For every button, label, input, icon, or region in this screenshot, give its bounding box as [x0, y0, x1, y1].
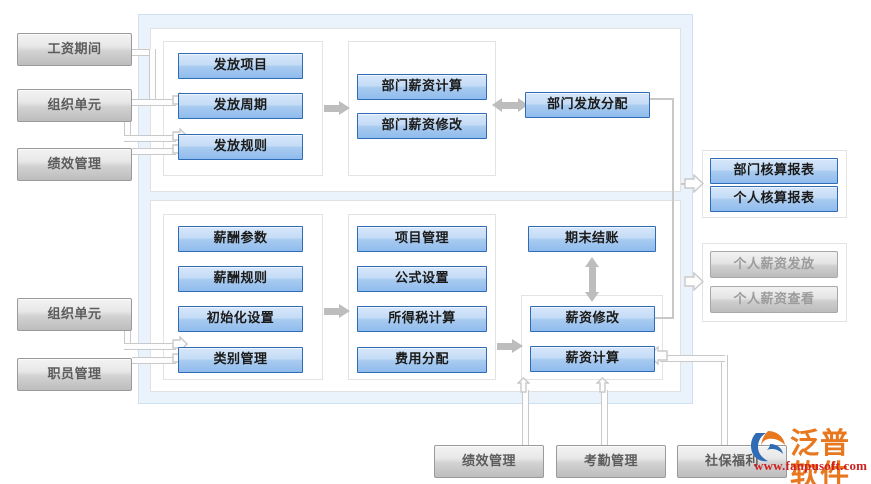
node-xiangmu-guanli[interactable]: 项目管理 [357, 226, 487, 252]
connector-gongzi-to-fafangzhouqi-v [149, 49, 156, 102]
connector-zuzhi2-to-leibie-h [124, 343, 176, 350]
arrow-bottom-col2-to-col3 [497, 339, 524, 354]
external-box-zuzhi-danyuan-bottom[interactable]: 组织单元 [17, 298, 132, 331]
top-col2-group [348, 41, 496, 176]
node-bumen-fafang-fenpei[interactable]: 部门发放分配 [525, 92, 650, 118]
connector-bmffpf-out-h [650, 98, 674, 100]
external-box-zhiyuan-guanli[interactable]: 职员管理 [17, 358, 132, 391]
external-box-jixiao-guanli-top[interactable]: 绩效管理 [17, 148, 132, 181]
node-qimo-jiezhang[interactable]: 期末结账 [528, 226, 656, 252]
connector-zuzhi2-to-leibie-v [124, 330, 131, 350]
node-bumen-hesuan-baobiao[interactable]: 部门核算报表 [710, 158, 838, 184]
fanpu-logo-icon [748, 427, 790, 465]
watermark-logo: 泛普软件 www.fanpusoft.com [748, 427, 871, 484]
connector-bmffpf-into-xzxg-h [641, 317, 674, 319]
node-fafang-guize[interactable]: 发放规则 [178, 134, 303, 160]
connector-zhiyuan-to-leibie [132, 357, 176, 364]
watermark-url: www.fanpusoft.com [754, 458, 868, 473]
connector-gongzi-to-fafangzhouqi-h1 [132, 49, 156, 56]
arrow-bottom-col1-to-col2 [324, 304, 351, 319]
node-xinchou-guize[interactable]: 薪酬规则 [178, 266, 303, 292]
watermark-brand: 泛普软件 [790, 426, 851, 484]
external-box-kaoqin-guanli[interactable]: 考勤管理 [556, 445, 666, 478]
node-xinzi-xiugai[interactable]: 薪资修改 [530, 306, 655, 332]
arrowhead-into-reports-group [684, 174, 704, 193]
external-box-gongzi-qijian[interactable]: 工资期间 [17, 33, 132, 66]
arrow-top-col1-to-col2 [324, 101, 351, 116]
external-box-zuzhi-danyuan-top[interactable]: 组织单元 [17, 89, 132, 122]
arrowhead-jixiao2-up [517, 377, 530, 393]
node-geren-hesuan-baobiao[interactable]: 个人核算报表 [710, 186, 838, 212]
connector-shebao-to-xzjs-h [660, 355, 725, 362]
node-xinchou-canshu[interactable]: 薪酬参数 [178, 226, 303, 252]
arrow-qimojiezhang-xinzixiugai-double [585, 257, 600, 302]
node-suodeshui-jisuan[interactable]: 所得税计算 [357, 306, 487, 332]
arrowhead-into-disabled-group [684, 272, 704, 291]
connector-zuzhi-to-fafangzhouqi [132, 99, 176, 106]
external-box-jixiao-guanli-bottom[interactable]: 绩效管理 [434, 445, 544, 478]
external-box-shebao-fuli[interactable]: 社保福利 [677, 445, 787, 478]
node-bumen-xinzi-jisuan[interactable]: 部门薪资计算 [357, 74, 487, 100]
node-fafang-xiangmu[interactable]: 发放项目 [178, 53, 303, 79]
connector-jixiao2-to-xzjs-v [522, 390, 529, 445]
connector-bmffpf-out-v [672, 98, 674, 319]
arrow-col2-to-bmffpf-double [492, 98, 528, 113]
node-bumen-xinzi-xiugai[interactable]: 部门薪资修改 [357, 113, 487, 139]
connector-kaoqin-to-xzjs-v [601, 390, 608, 445]
node-geren-xinzi-chakan[interactable]: 个人薪资查看 [710, 286, 838, 313]
node-chushihua-shezhi[interactable]: 初始化设置 [178, 306, 303, 332]
arrowhead-kaoqin-up [596, 377, 609, 393]
node-fafang-zhouqi[interactable]: 发放周期 [178, 93, 303, 119]
connector-jixiao-to-fafangguize [132, 148, 176, 155]
node-leibie-guanli[interactable]: 类别管理 [178, 347, 303, 373]
node-gongshi-shezhi[interactable]: 公式设置 [357, 266, 487, 292]
connector-shebao-to-xzjs-v [721, 355, 728, 447]
node-xinzi-jisuan[interactable]: 薪资计算 [530, 346, 655, 372]
node-feiyong-fenpei[interactable]: 费用分配 [357, 347, 487, 373]
connector-zuzhi-to-fafangguize-h [124, 135, 176, 142]
connector-zuzhi-to-fafangguize-v [124, 122, 131, 142]
node-geren-xinzi-fafang[interactable]: 个人薪资发放 [710, 251, 838, 278]
